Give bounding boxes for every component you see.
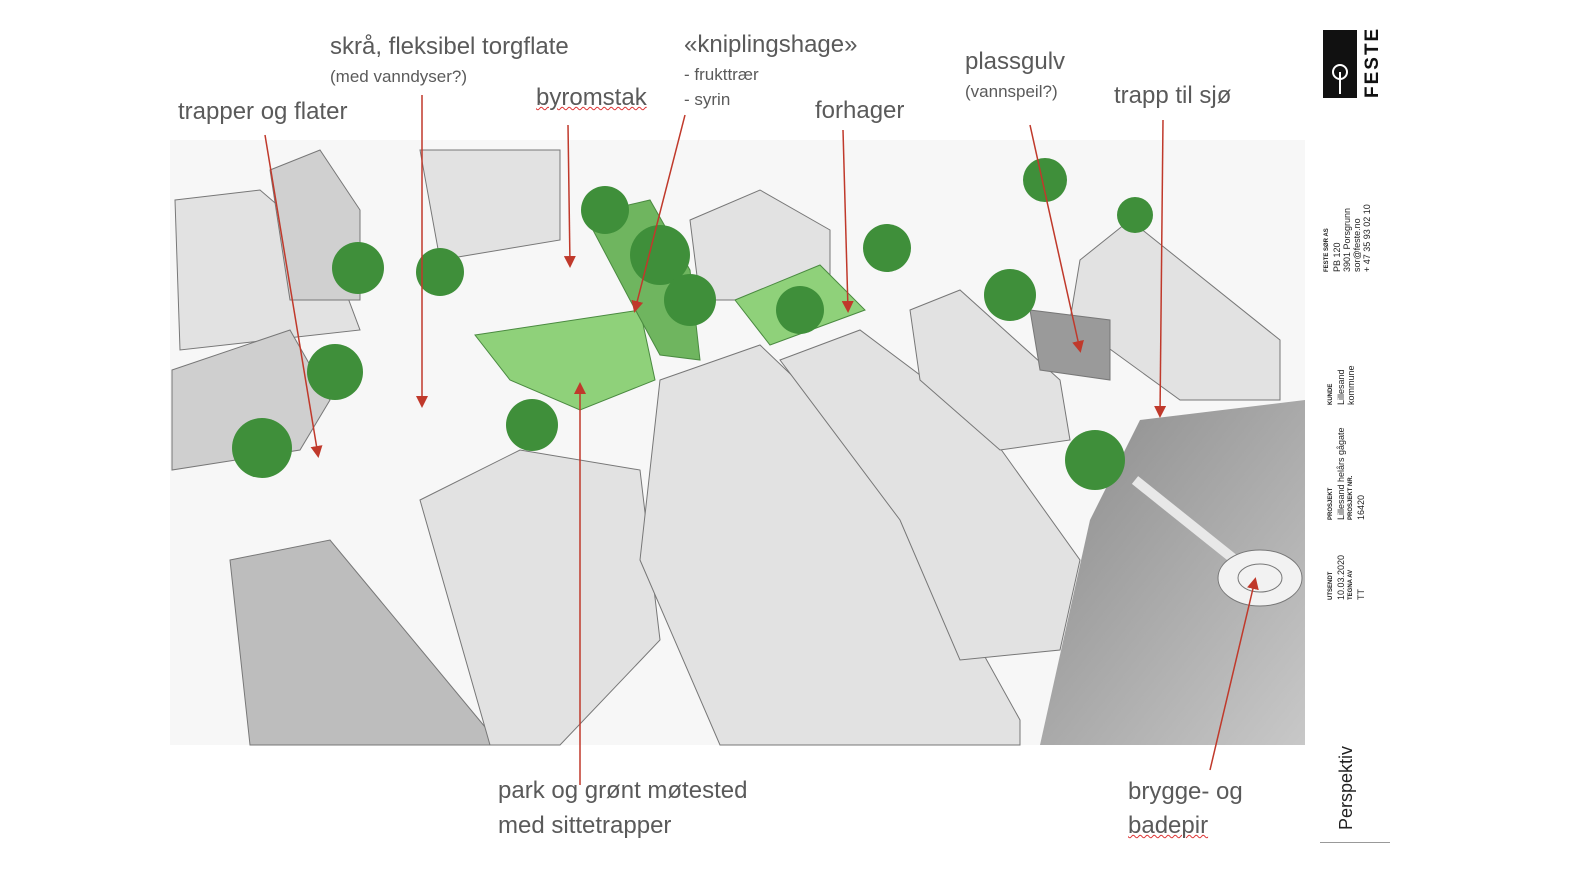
email: sor@feste.no bbox=[1352, 218, 1362, 272]
label-brygge-1: brygge- og bbox=[1128, 778, 1243, 805]
address-2: 3901 Porsgrunn bbox=[1342, 207, 1352, 272]
label-plassgulv: plassgulv bbox=[965, 48, 1066, 75]
label-trapper-og-flater: trapper og flater bbox=[178, 98, 348, 125]
issue-info: UTSENDT 10.03.2020 TEGNA AV TT bbox=[1326, 555, 1366, 600]
client-1: Lillesand bbox=[1336, 369, 1346, 405]
project-name: Lillesand helårs gågate bbox=[1336, 427, 1346, 520]
project-no-label: PROSJEKT NR. bbox=[1348, 475, 1354, 520]
label-kniplingshage-sub1: - frukttrær bbox=[684, 65, 759, 84]
logo-text: FESTE bbox=[1362, 26, 1383, 98]
project-info: PROSJEKT Lillesand helårs gågate PROSJEK… bbox=[1326, 427, 1366, 520]
label-byromstak: byromstak bbox=[536, 84, 647, 111]
project-label: PROSJEKT bbox=[1328, 487, 1334, 520]
drawn-label: TEGNA AV bbox=[1348, 569, 1354, 600]
logo-mark-icon bbox=[1332, 64, 1348, 94]
issued-date: 10.03.2020 bbox=[1336, 554, 1346, 600]
sea-water bbox=[1040, 400, 1305, 745]
label-plassgulv-sub: (vannspeil?) bbox=[965, 82, 1058, 101]
label-forhager: forhager bbox=[815, 97, 905, 124]
sheet-title: Perspektiv bbox=[1336, 745, 1356, 830]
client-info: KUNDE Lillesand kommune bbox=[1326, 365, 1356, 405]
label-torgflate: skrå, fleksibel torgflate bbox=[330, 33, 569, 60]
address-1: PB 120 bbox=[1332, 242, 1342, 272]
feste-logo bbox=[1323, 30, 1357, 98]
project-no: 16420 bbox=[1356, 494, 1366, 520]
pier bbox=[1131, 476, 1303, 607]
label-park-1: park og grønt møtested bbox=[498, 777, 748, 804]
label-trapp-til-sjo: trapp til sjø bbox=[1114, 82, 1232, 109]
label-kniplingshage-sub2: - syrin bbox=[684, 90, 731, 109]
label-torgflate-sub: (med vanndyser?) bbox=[330, 67, 468, 86]
company-name: FESTE SØR AS bbox=[1324, 228, 1330, 272]
label-kniplingshage: «kniplingshage» bbox=[684, 31, 858, 58]
trees bbox=[232, 158, 1153, 490]
divider bbox=[1320, 842, 1390, 843]
phone: + 47 35 93 02 10 bbox=[1362, 204, 1372, 272]
issued-label: UTSENDT bbox=[1328, 571, 1334, 600]
annotation-arrows bbox=[264, 95, 1259, 785]
company-info: FESTE SØR AS PB 120 3901 Porsgrunn sor@f… bbox=[1322, 204, 1372, 272]
client-label: KUNDE bbox=[1328, 383, 1334, 405]
buildings bbox=[171, 149, 1281, 746]
client-2: kommune bbox=[1346, 365, 1356, 405]
label-brygge-2: badepir bbox=[1128, 812, 1209, 839]
drawn-by: TT bbox=[1356, 589, 1366, 600]
label-park-2: med sittetrapper bbox=[498, 812, 672, 839]
